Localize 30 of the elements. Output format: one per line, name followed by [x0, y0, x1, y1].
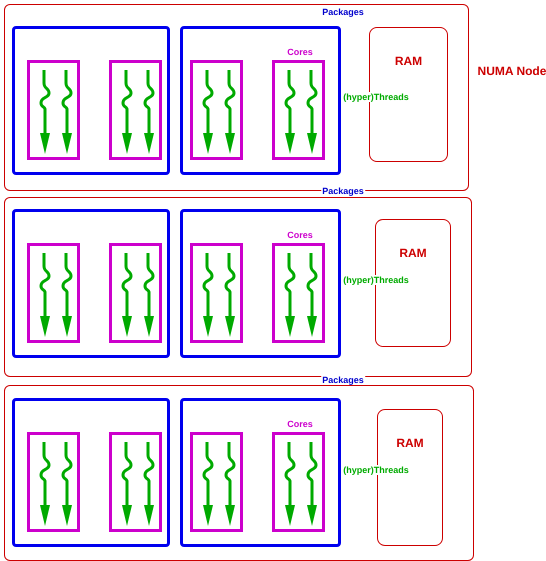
core-box — [272, 243, 325, 343]
annotation-label: Packages — [321, 7, 365, 17]
core-box — [190, 432, 243, 532]
annotation-label: (hyper)Threads — [342, 465, 410, 475]
package-box — [12, 209, 170, 358]
core-box — [272, 432, 325, 532]
package-box — [180, 398, 341, 547]
core-box — [272, 60, 325, 160]
numa-node-box — [4, 385, 474, 561]
core-box — [27, 432, 80, 532]
annotation-label: Cores — [286, 47, 314, 57]
annotation-label: Cores — [286, 419, 314, 429]
core-box — [27, 60, 80, 160]
package-box — [180, 26, 341, 175]
core-box — [109, 432, 162, 532]
annotation-label: Packages — [321, 186, 365, 196]
annotation-label: NUMA Node — [476, 66, 546, 76]
annotation-label: Cores — [286, 230, 314, 240]
core-box — [109, 243, 162, 343]
annotation-label: Packages — [321, 375, 365, 385]
numa-node-box — [4, 197, 472, 377]
core-box — [27, 243, 80, 343]
core-box — [190, 243, 243, 343]
core-box — [190, 60, 243, 160]
core-box — [109, 60, 162, 160]
package-box — [12, 398, 170, 547]
package-box — [180, 209, 341, 358]
annotation-label: (hyper)Threads — [342, 275, 410, 285]
annotation-label: (hyper)Threads — [342, 92, 410, 102]
package-box — [12, 26, 170, 175]
